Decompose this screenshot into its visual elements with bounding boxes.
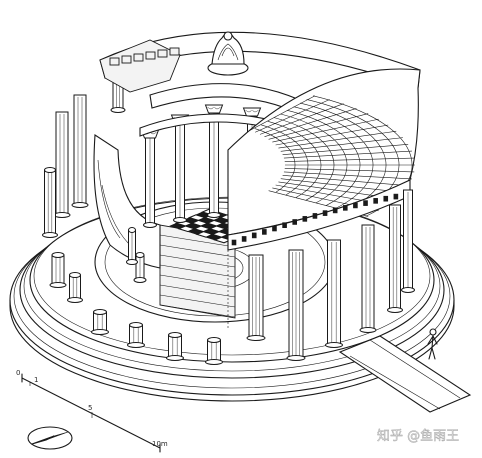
frieze-dentils (231, 191, 409, 246)
column (359, 224, 377, 333)
roof-tile-rib (280, 178, 403, 193)
coffer (145, 51, 156, 60)
dentil (373, 198, 378, 204)
roof-tile-rib (280, 137, 403, 152)
scale-ten-label: 10m (152, 440, 168, 448)
roof-tile-rib (272, 118, 379, 143)
roof-tile-course (267, 120, 322, 198)
scale-bar: 0 1 5 10m (16, 369, 168, 453)
column (127, 322, 145, 348)
coffer (121, 55, 132, 64)
column (401, 189, 415, 293)
dentil (383, 195, 389, 202)
roof-tile-rib (284, 157, 415, 162)
dentil (272, 225, 277, 232)
dentil (393, 193, 399, 200)
column (246, 254, 266, 341)
column (166, 332, 184, 361)
column (42, 167, 58, 238)
roof-tile-course (274, 117, 335, 201)
outer-entablature (227, 179, 411, 251)
column (387, 204, 403, 313)
dentil (251, 232, 257, 239)
outer-colonnade-right (246, 189, 415, 361)
scale-zero-label: 0 (16, 369, 20, 377)
dentil (342, 205, 348, 211)
column (49, 252, 67, 288)
coffer (133, 53, 144, 62)
roof-tile-rib (278, 130, 397, 149)
roof-tile-course (287, 110, 361, 206)
dentil (363, 200, 368, 206)
column (133, 252, 147, 283)
masonry-course (159, 254, 236, 268)
roof-tile-rib (284, 168, 415, 173)
roof-tile-rib (275, 124, 389, 146)
dentil (322, 210, 328, 216)
scale-five-label: 5 (88, 404, 92, 412)
coffer (157, 49, 168, 58)
masonry-course (159, 274, 236, 288)
column (71, 94, 89, 208)
column (286, 249, 306, 361)
coffer (169, 47, 180, 56)
roof-tile-rib (282, 143, 409, 155)
dentil (353, 202, 358, 209)
acroterion-finial (207, 31, 249, 76)
column (325, 239, 343, 348)
column (205, 337, 223, 365)
compass-rose-icon (27, 426, 73, 450)
masonry-course (159, 294, 236, 308)
dentil (312, 213, 318, 219)
roof-tile-rib (283, 171, 412, 180)
masonry-course (159, 244, 236, 258)
roof-tile-rib (282, 175, 409, 187)
coffer (109, 57, 120, 66)
roof-tile-course (293, 106, 374, 209)
dentil (292, 219, 298, 225)
masonry-course (159, 234, 236, 248)
dentil (262, 229, 267, 235)
column (67, 272, 83, 303)
column (126, 227, 138, 265)
column (204, 104, 224, 218)
entrance-ramp (338, 335, 472, 413)
scale-one-label: 1 (34, 376, 38, 384)
dentil (332, 207, 338, 214)
roof-tile-rib (283, 150, 412, 159)
roof-tile-course (254, 128, 296, 193)
dentil (282, 222, 287, 228)
ceiling-coffers (109, 47, 180, 66)
masonry-course (159, 264, 236, 278)
standing-person-icon (427, 328, 438, 360)
masonry-course (159, 284, 236, 298)
roof-tile-rib (249, 95, 316, 131)
watermark-text: 知乎 @鱼雨王 (377, 428, 459, 444)
tiled-roof (227, 68, 421, 236)
outer-colonnade (42, 69, 223, 365)
roof-structure (99, 31, 421, 137)
column (91, 309, 109, 335)
roof-tile-course (280, 113, 348, 204)
column (53, 111, 71, 218)
roof-tile-course (261, 124, 309, 196)
masonry-course (159, 304, 236, 318)
cut-wall-masonry (159, 234, 236, 318)
dentil (302, 216, 308, 222)
roof-tile-course (300, 102, 387, 212)
dentil (241, 236, 247, 242)
dentil (231, 239, 237, 246)
